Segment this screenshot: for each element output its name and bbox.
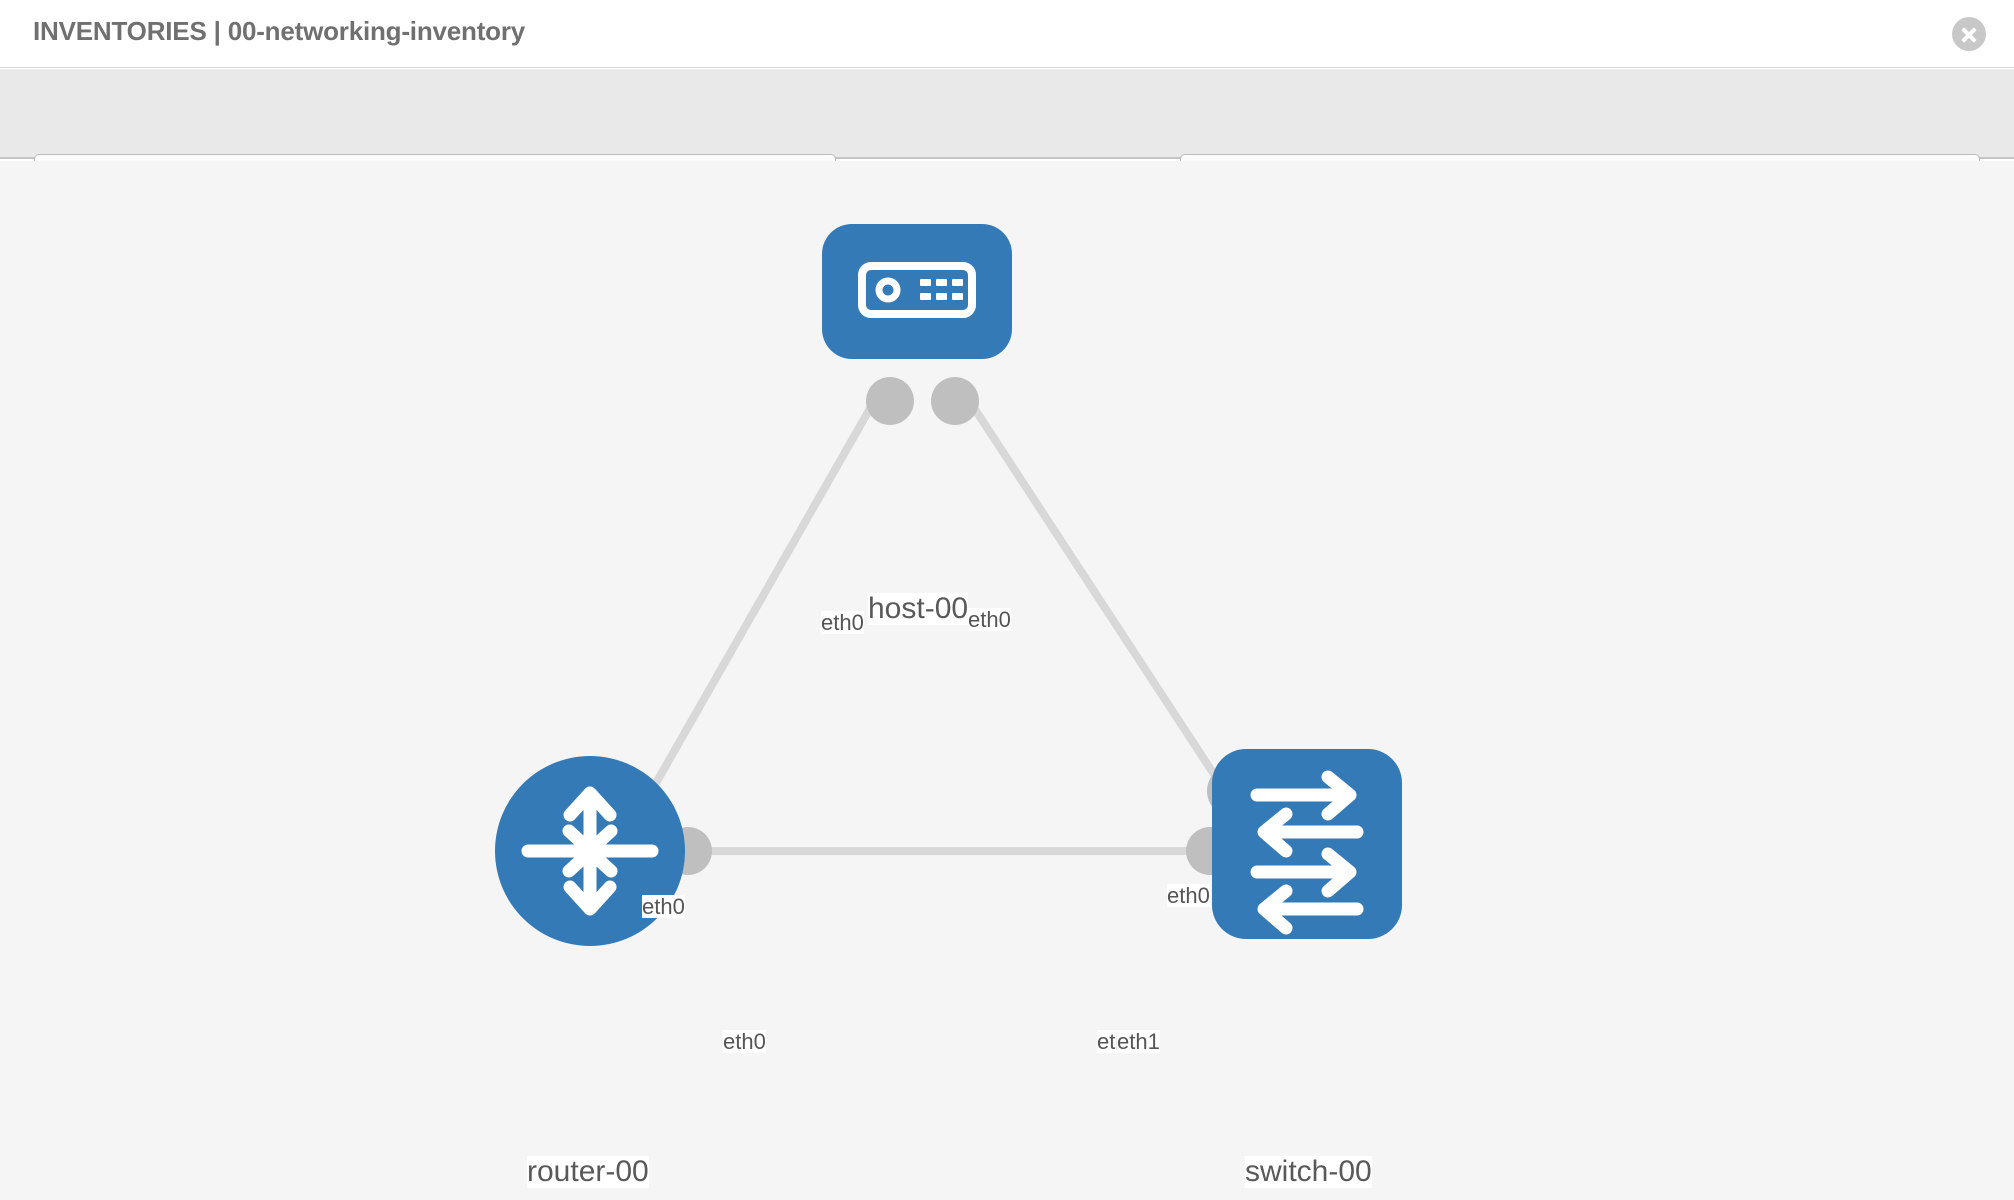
node-label-router-00: router-00 bbox=[527, 1155, 649, 1188]
stub-host-right bbox=[931, 377, 979, 425]
toolbar: ACTIONS SEARCH bbox=[0, 69, 2014, 202]
close-icon[interactable] bbox=[1952, 17, 1986, 51]
topology-graph[interactable] bbox=[0, 161, 2014, 1200]
node-host-00[interactable] bbox=[822, 224, 1012, 359]
topology-interface-stubs bbox=[664, 377, 1259, 875]
interface-label-switch-upper: eth0 bbox=[1167, 883, 1210, 908]
switch-arrows-icon bbox=[1250, 770, 1364, 935]
node-label-switch-00: switch-00 bbox=[1245, 1155, 1372, 1188]
edge-host-router bbox=[636, 387, 884, 815]
interface-label-switch-left: eth1 bbox=[1117, 1029, 1160, 1054]
interface-label-router-right: eth0 bbox=[723, 1029, 766, 1054]
page-header: INVENTORIES | 00-networking-inventory bbox=[0, 0, 2014, 68]
interface-label-host-left: eth0 bbox=[821, 610, 864, 635]
router-arrows-icon bbox=[521, 786, 659, 916]
topology-edges bbox=[636, 387, 1242, 855]
node-label-host-00: host-00 bbox=[868, 592, 969, 625]
interface-label-router-upper: eth0 bbox=[642, 894, 685, 919]
server-icon bbox=[858, 262, 976, 318]
node-router-00[interactable] bbox=[495, 756, 685, 946]
topology-canvas[interactable]: host-00 router-00 switch-00 eth0 eth0 et… bbox=[0, 161, 2014, 1200]
stub-host-left bbox=[866, 377, 914, 425]
edge-host-switch bbox=[959, 387, 1242, 815]
interface-label-host-right: eth0 bbox=[968, 607, 1011, 632]
page-title: INVENTORIES | 00-networking-inventory bbox=[33, 16, 526, 46]
node-switch-00[interactable] bbox=[1212, 749, 1402, 939]
